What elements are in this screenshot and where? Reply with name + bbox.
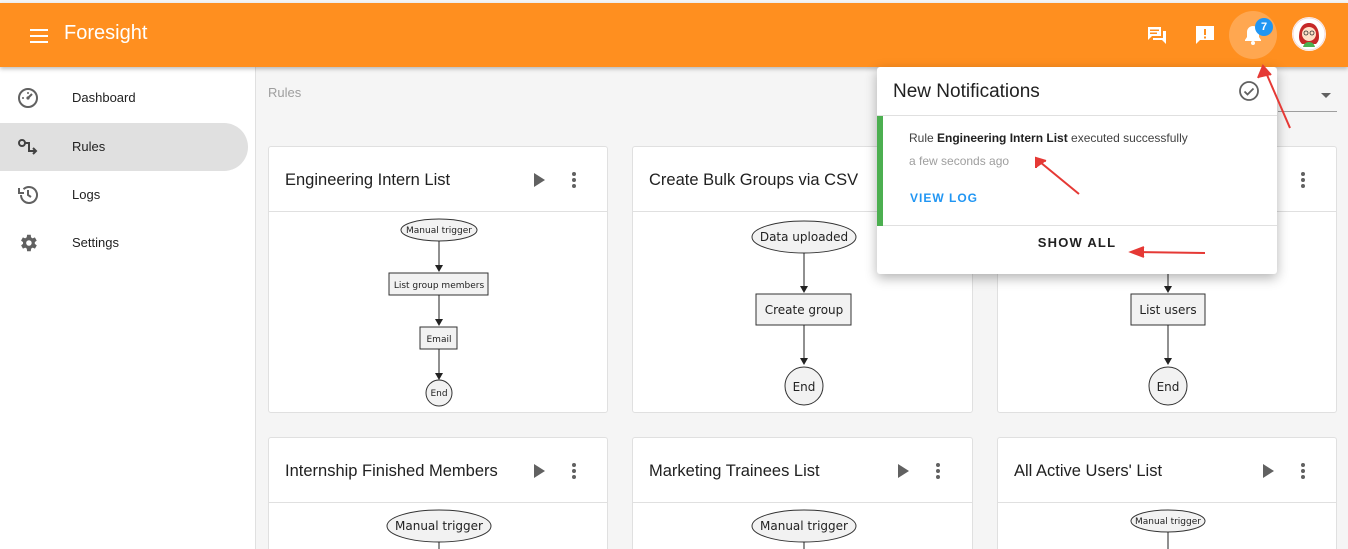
notifications-title: New Notifications	[893, 81, 1040, 102]
sidebar-item-label: Settings	[72, 235, 119, 250]
flow-node-end: End	[793, 380, 816, 394]
notification-count-badge: 7	[1255, 18, 1273, 36]
card-header: Create Bulk Groups via CSV	[633, 147, 972, 212]
more-vert-icon[interactable]	[568, 171, 580, 189]
card-header: Marketing Trainees List	[633, 438, 972, 503]
flow-node-action: Create group	[765, 303, 844, 317]
flow-node-trigger: Manual trigger	[406, 226, 472, 236]
dashboard-icon	[18, 88, 38, 108]
notification-item[interactable]: Rule Engineering Intern List executed su…	[877, 115, 1277, 226]
feedback-icon[interactable]	[1189, 19, 1221, 51]
card-header: Internship Finished Members	[269, 438, 607, 503]
sidebar-item-label: Rules	[72, 139, 106, 154]
rule-title: Engineering Intern List	[285, 171, 451, 189]
notification-time: a few seconds ago	[909, 154, 1010, 168]
rules-icon	[18, 139, 38, 155]
rule-card[interactable]: Engineering Intern List Manual trigger L…	[268, 146, 608, 413]
sidebar: Dashboard Rules Logs Settings	[0, 67, 256, 549]
sidebar-item-logs[interactable]: Logs	[0, 171, 248, 219]
play-icon[interactable]	[895, 463, 911, 479]
sidebar-item-label: Logs	[72, 187, 101, 202]
notifications-panel: New Notifications Rule Engineering Inter…	[877, 67, 1277, 274]
flow-node-trigger: Manual trigger	[760, 519, 848, 533]
more-vert-icon[interactable]	[1297, 462, 1309, 480]
rule-flowchart: Manual trigger List group members Email …	[388, 218, 489, 407]
more-vert-icon[interactable]	[1297, 171, 1309, 189]
flow-node-trigger: Data uploaded	[760, 230, 848, 244]
card-header: All Active Users' List	[998, 438, 1336, 503]
message-prefix: Rule	[909, 131, 938, 145]
rule-title: All Active Users' List	[1014, 462, 1163, 480]
message-suffix: executed successfully	[1067, 131, 1188, 145]
flow-node-action: Email	[427, 335, 452, 345]
status-indicator	[877, 116, 883, 226]
flow-node-end: End	[1157, 380, 1180, 394]
rule-flowchart: List users End	[1130, 213, 1206, 406]
rule-flowchart: Manual trigger	[386, 509, 492, 549]
play-icon[interactable]	[531, 463, 547, 479]
sort-dropdown[interactable]	[1278, 82, 1337, 112]
notification-message: Rule Engineering Intern List executed su…	[909, 131, 1188, 145]
rule-title: Marketing Trainees List	[649, 462, 820, 480]
mark-all-read-icon[interactable]	[1238, 80, 1260, 102]
rule-name: Engineering Intern List	[937, 131, 1068, 145]
rule-card[interactable]: All Active Users' List Manual trigger	[997, 437, 1337, 549]
rule-flowchart: Manual trigger	[1130, 509, 1206, 549]
sidebar-item-label: Dashboard	[72, 90, 136, 105]
notifications-button[interactable]: 7	[1229, 11, 1277, 59]
more-vert-icon[interactable]	[568, 462, 580, 480]
breadcrumb: Rules	[268, 85, 302, 100]
rule-title: Create Bulk Groups via CSV	[649, 171, 859, 189]
more-vert-icon[interactable]	[932, 462, 944, 480]
rule-title: Internship Finished Members	[285, 462, 498, 480]
flow-node-action: List users	[1139, 303, 1196, 317]
flow-node-trigger: Manual trigger	[395, 519, 483, 533]
rule-card[interactable]: Internship Finished Members Manual trigg…	[268, 437, 608, 549]
chevron-down-icon	[1321, 93, 1331, 98]
app-title: Foresight	[64, 22, 148, 44]
flow-node-trigger: Manual trigger	[1135, 517, 1201, 527]
show-all-button[interactable]: SHOW ALL	[1037, 235, 1117, 250]
flow-node-end: End	[430, 389, 447, 399]
chat-icon[interactable]	[1141, 19, 1173, 51]
gear-icon	[21, 234, 37, 252]
play-icon[interactable]	[1260, 463, 1276, 479]
top-app-bar: Foresight 7	[0, 3, 1348, 67]
play-icon[interactable]	[531, 172, 547, 188]
sidebar-item-dashboard[interactable]: Dashboard	[0, 74, 248, 122]
card-header: Engineering Intern List	[269, 147, 607, 212]
rule-card[interactable]: Marketing Trainees List Manual trigger	[632, 437, 973, 549]
rule-flowchart: Manual trigger	[751, 509, 857, 549]
rule-flowchart: Data uploaded Create group End	[751, 220, 857, 406]
flow-node-action: List group members	[394, 281, 485, 291]
view-log-button[interactable]: VIEW LOG	[910, 191, 978, 205]
sidebar-item-settings[interactable]: Settings	[0, 219, 248, 267]
history-icon	[18, 186, 38, 204]
sidebar-item-rules[interactable]: Rules	[0, 123, 248, 171]
avatar[interactable]	[1292, 17, 1326, 51]
menu-icon[interactable]	[28, 25, 50, 45]
